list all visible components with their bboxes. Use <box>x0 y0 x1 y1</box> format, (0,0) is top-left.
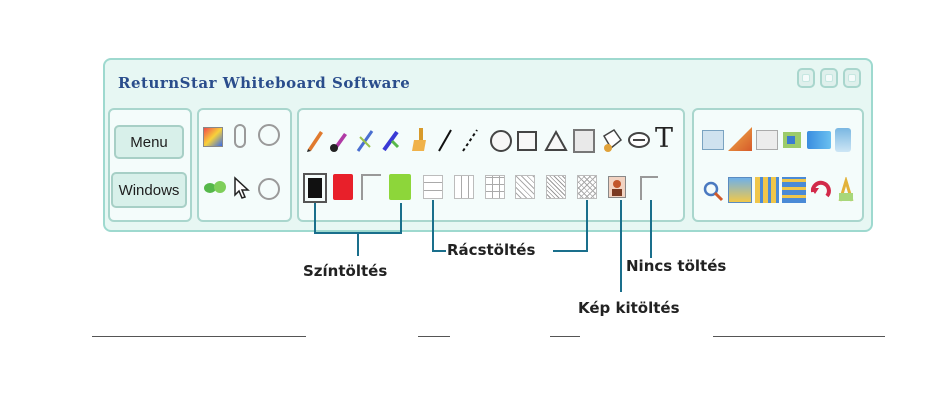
paint-brush-icon[interactable] <box>406 125 428 153</box>
grid-fill-vertical[interactable] <box>454 175 474 199</box>
maximize-button[interactable] <box>820 68 838 88</box>
highlighter-icon[interactable] <box>380 127 402 153</box>
text-tool-icon[interactable]: T <box>655 123 674 154</box>
grid-fill-crosshatch[interactable] <box>577 175 597 199</box>
separator-line <box>418 336 450 337</box>
windows-button[interactable]: Windows <box>111 172 187 208</box>
utility-tools-panel <box>692 108 864 222</box>
magnifier-icon[interactable] <box>702 180 724 202</box>
no-fill-icon[interactable] <box>640 176 658 200</box>
callout-line <box>400 203 402 233</box>
minimize-button[interactable] <box>797 68 815 88</box>
callout-line <box>432 200 434 252</box>
callout-line <box>620 200 622 292</box>
grid-fill-diagonal[interactable] <box>515 175 535 199</box>
separator-line <box>713 336 885 337</box>
image-fill-icon[interactable] <box>608 176 626 198</box>
calculator-icon[interactable] <box>836 175 856 203</box>
record-icon[interactable] <box>781 128 803 152</box>
camera-icon[interactable] <box>756 130 778 150</box>
select-cursor-icon[interactable] <box>233 176 251 200</box>
grid-fill-horizontal[interactable] <box>423 175 443 199</box>
grid-fill-cross[interactable] <box>485 175 505 199</box>
rectangle-icon[interactable] <box>573 129 595 153</box>
redo-icon[interactable] <box>258 178 280 200</box>
color-fill-red[interactable] <box>333 174 353 200</box>
image-fill-label: Kép kitöltés <box>578 299 680 317</box>
callout-line <box>432 250 446 252</box>
callout-line <box>586 200 588 252</box>
circle-icon[interactable] <box>490 130 512 152</box>
spotlight-icon[interactable] <box>728 177 752 203</box>
pen-icon[interactable] <box>354 127 376 153</box>
callout-line <box>314 203 316 233</box>
brush-icon[interactable] <box>328 127 350 153</box>
close-button[interactable] <box>843 68 861 88</box>
dashed-line-icon[interactable] <box>460 127 480 153</box>
callout-line <box>553 250 588 252</box>
window-title: ReturnStar Whiteboard Software <box>118 74 411 92</box>
color-fill-green[interactable] <box>389 174 411 200</box>
leaf-icon[interactable] <box>204 179 226 195</box>
mouse-icon[interactable] <box>234 124 246 148</box>
hourglass-icon[interactable] <box>835 128 851 152</box>
undo-icon[interactable] <box>258 124 280 146</box>
line-icon[interactable] <box>436 127 454 153</box>
drawing-tools-panel <box>297 108 685 222</box>
pencil-icon[interactable] <box>304 127 326 153</box>
color-fill-white[interactable] <box>361 174 381 200</box>
screen-icon[interactable] <box>702 130 724 150</box>
separator-line <box>92 336 306 337</box>
no-fill-label: Nincs töltés <box>626 257 727 275</box>
callout-line <box>357 232 359 256</box>
fill-bucket-icon[interactable] <box>599 126 625 154</box>
callout-line <box>650 200 652 258</box>
rotate-icon[interactable] <box>809 178 833 202</box>
video-icon[interactable] <box>807 131 831 149</box>
grid-screen-icon[interactable] <box>782 177 806 203</box>
curtain-icon[interactable] <box>755 177 779 203</box>
separator-line <box>550 336 580 337</box>
triangle-icon[interactable] <box>544 129 568 153</box>
menu-button[interactable]: Menu <box>114 125 184 159</box>
grid-fill-dense-diagonal[interactable] <box>546 175 566 199</box>
square-icon[interactable] <box>517 131 537 151</box>
eraser-icon[interactable] <box>627 130 651 150</box>
color-fill-label: Színtöltés <box>303 262 388 280</box>
grid-fill-label: Rácstöltés <box>447 241 536 259</box>
color-fill-black[interactable] <box>303 173 327 203</box>
color-palette-icon[interactable] <box>203 127 223 147</box>
